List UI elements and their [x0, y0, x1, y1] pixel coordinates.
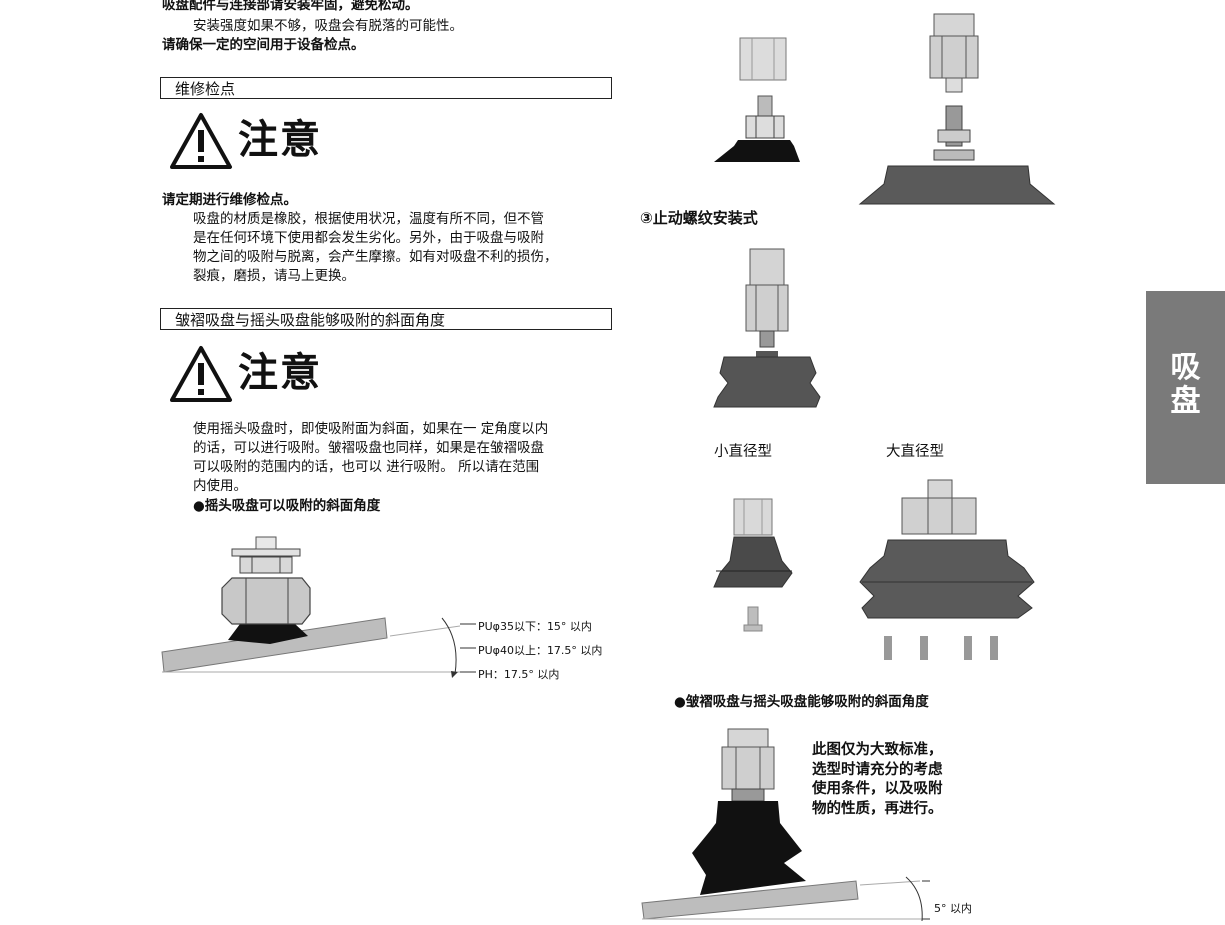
- angle-label: PUφ35以下：15° 以内: [478, 620, 592, 633]
- category-side-tab[interactable]: 吸 盘: [1146, 291, 1225, 484]
- angle-label: 5° 以内: [934, 902, 972, 915]
- warning-icon: [170, 346, 232, 402]
- angle-label: PUφ40以上：17.5° 以内: [478, 644, 603, 657]
- note-line: 此图仅为大致标准，: [812, 742, 943, 758]
- body-line: 吸盘的材质是橡胶，根据使用状况，温度有所不同，但不管: [193, 211, 544, 227]
- space-note: 请确保一定的空间用于设备检点。: [162, 37, 365, 53]
- small-cup-parts-illustration: [714, 37, 800, 162]
- note-line: 物的性质，再进行。: [812, 800, 943, 817]
- angle-label: PH：17.5° 以内: [478, 668, 560, 681]
- illustration-note: 此图仅为大致标准， 选型时请充分的考虑 使用条件，以及吸附 物的性质，再进行。: [812, 741, 943, 819]
- fixing-warning: 安装强度如果不够，吸盘会有脱落的可能性。: [193, 18, 463, 34]
- body-line: 内使用。: [193, 478, 247, 494]
- stop-thread-cup-illustration: [713, 248, 821, 408]
- large-diameter-cup-illustration: [859, 479, 1035, 660]
- section-heading-maintenance: 维修检点: [160, 77, 612, 99]
- caution-title: 注意: [238, 350, 322, 396]
- note-line: 使用条件，以及吸附: [812, 781, 943, 797]
- warning-icon: [170, 113, 232, 169]
- caution-title: 注意: [238, 117, 322, 163]
- bellows-cup-slope-illustration: [641, 728, 930, 922]
- small-diameter-label: 小直径型: [714, 444, 772, 460]
- swivel-cup-slope-illustration: [161, 536, 476, 678]
- body-line: 物之间的吸附与脱离，会产生摩擦。如有对吸盘不利的损伤，: [193, 249, 558, 265]
- maintenance-intro: 请定期进行维修检点。: [162, 192, 297, 208]
- small-diameter-cup-illustration: [713, 498, 793, 632]
- body-line: 可以吸附的范围内的话，也可以 进行吸附。 所以请在范围: [193, 459, 540, 475]
- large-cup-parts-illustration: [858, 13, 1056, 205]
- side-tab-char: 吸: [1170, 350, 1201, 385]
- body-line: 是在任何环境下使用都会发生劣化。另外，由于吸盘与吸附: [193, 230, 544, 246]
- maintenance-body: 吸盘的材质是橡胶，根据使用状况，温度有所不同，但不管 是在任何环境下使用都会发生…: [193, 210, 558, 286]
- body-line: 使用摇头吸盘时，即使吸附面为斜面，如果在一 定角度以内: [193, 421, 549, 437]
- fixing-note: 吸盘配件与连接部请安装牢固，避免松动。: [162, 0, 419, 13]
- caution-block: 注意: [170, 345, 340, 403]
- section-heading-slope-angle: 皱褶吸盘与摇头吸盘能够吸附的斜面角度: [160, 308, 612, 330]
- body-line: 裂痕，磨损，请马上更换。: [193, 268, 355, 284]
- swivel-bullet: ●摇头吸盘可以吸附的斜面角度: [193, 498, 381, 514]
- item3-title: ③止动螺纹安装式: [640, 209, 758, 227]
- side-tab-char: 盘: [1170, 384, 1201, 419]
- slope-body: 使用摇头吸盘时，即使吸附面为斜面，如果在一 定角度以内 的话，可以进行吸附。皱褶…: [193, 420, 548, 496]
- caution-block: 注意: [170, 112, 340, 170]
- note-line: 选型时请充分的考虑: [812, 761, 943, 778]
- bellows-bullet: ●皱褶吸盘与摇头吸盘能够吸附的斜面角度: [674, 694, 929, 710]
- body-line: 的话，可以进行吸附。皱褶吸盘也同样，如果是在皱褶吸盘: [193, 440, 544, 456]
- large-diameter-label: 大直径型: [886, 444, 944, 460]
